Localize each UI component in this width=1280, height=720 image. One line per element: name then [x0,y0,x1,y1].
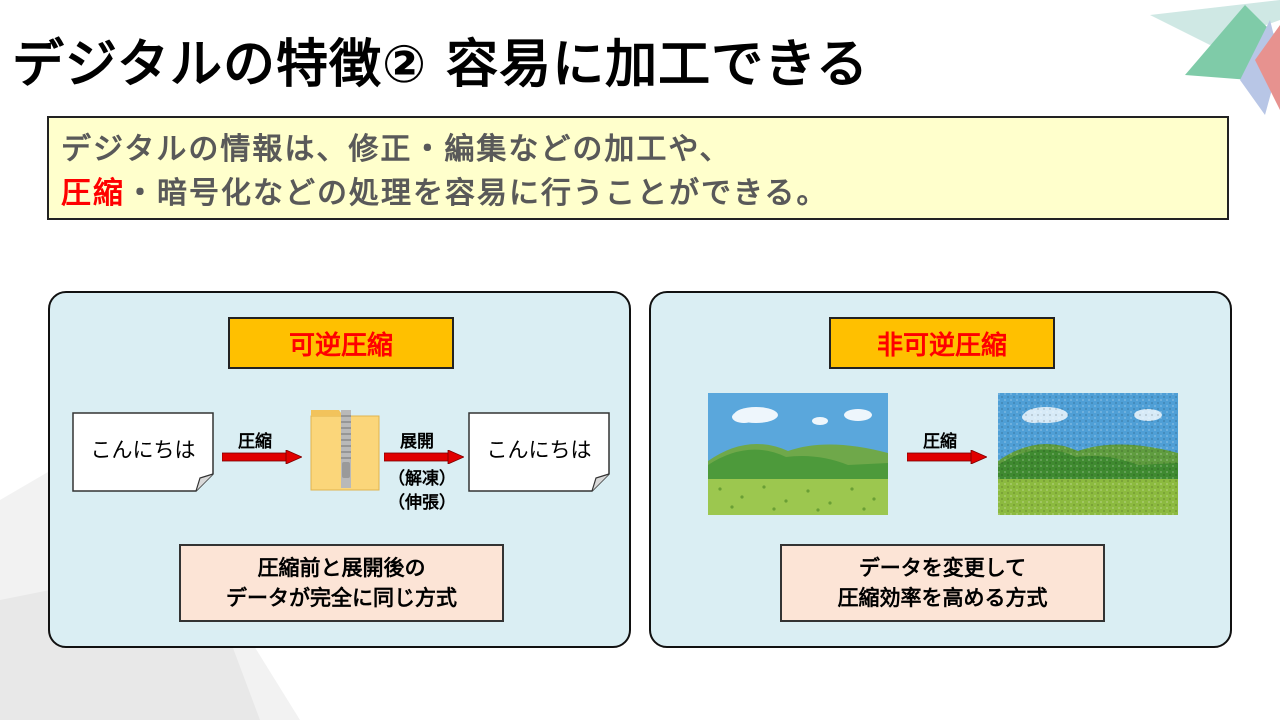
document-shape [468,412,610,492]
lossy-note: データを変更して 圧縮効率を高める方式 [780,544,1105,622]
lossy-compress-label: 圧縮 [923,432,957,452]
slide-title: デジタルの特徴② 容易に加工できる [12,35,870,95]
lossy-panel: 非可逆圧縮 圧縮 [649,291,1232,648]
expand-alt-extend: （伸張） [388,493,456,513]
original-landscape-image [708,393,888,515]
summary-box: デジタルの情報は、修正・編集などの加工や、 圧縮・暗号化などの処理を容易に行うこ… [47,116,1229,220]
compress-label: 圧縮 [238,432,272,452]
lossy-note-line-1: データを変更して [858,556,1027,580]
expand-label: 展開 [400,432,434,452]
result-document-text: こんにちは [486,438,592,462]
compressed-landscape-image [998,393,1178,515]
result-document: こんにちは [468,412,610,492]
expand-alt-thaw: （解凍） [388,469,456,489]
source-document-text: こんにちは [90,438,196,462]
summary-line-2-rest: ・暗号化などの処理を容易に行うことができる。 [125,176,829,211]
source-document: こんにちは [72,412,214,492]
lossy-note-line-2: 圧縮効率を高める方式 [837,586,1048,610]
summary-line-2: 圧縮・暗号化などの処理を容易に行うことができる。 [61,172,1227,216]
summary-highlight: 圧縮 [61,176,125,211]
lossless-note-line-2: データが完全に同じ方式 [226,586,457,610]
lossless-note-line-1: 圧縮前と展開後の [257,556,426,580]
summary-line-1: デジタルの情報は、修正・編集などの加工や、 [61,132,732,167]
lossless-heading: 可逆圧縮 [228,317,454,369]
zip-folder-icon [310,410,380,491]
document-shape [72,412,214,492]
expand-alt-labels: （解凍） （伸張） [388,467,456,515]
lossless-panel: 可逆圧縮 こんにちは 圧縮 展開 （解凍） （伸張） [48,291,631,648]
lossless-note: 圧縮前と展開後の データが完全に同じ方式 [179,544,504,622]
expand-arrow-icon [384,450,464,464]
lossy-compress-arrow-icon [907,450,987,464]
lossy-heading: 非可逆圧縮 [829,317,1055,369]
compress-arrow-icon [222,450,302,464]
